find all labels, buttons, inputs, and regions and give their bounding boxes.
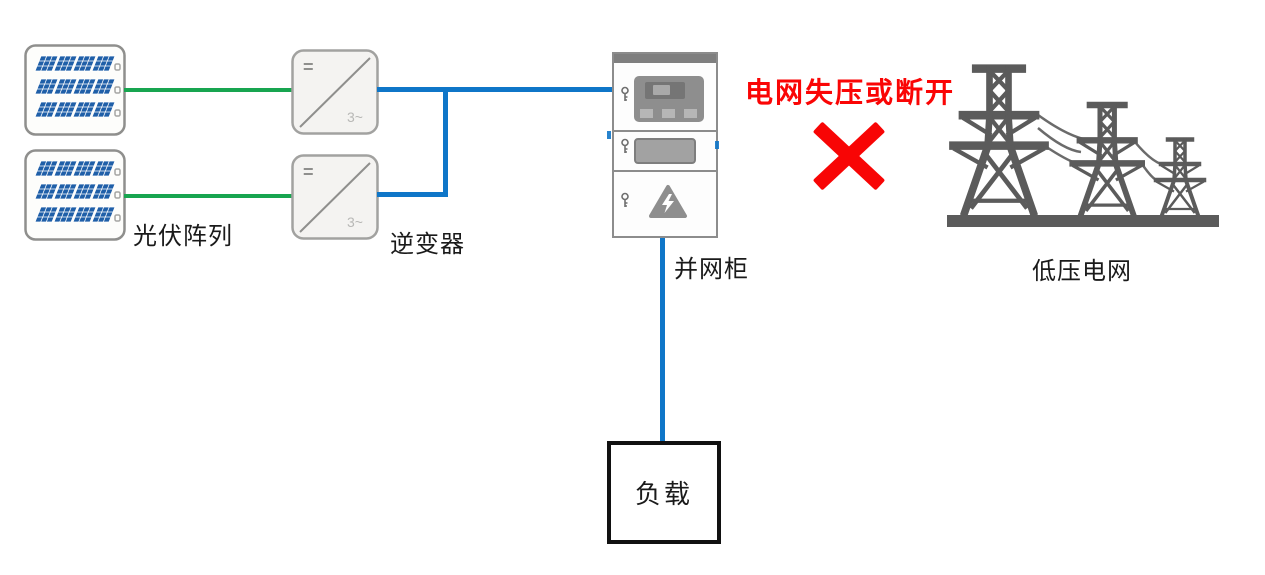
- control-display: [645, 82, 685, 99]
- inverter-dc-symbol: =: [303, 162, 314, 182]
- control-button: [684, 109, 697, 118]
- inverter-label: 逆变器: [390, 231, 465, 258]
- cabinet-divider: [614, 170, 716, 172]
- lv-grid-label: 低压电网: [1032, 258, 1132, 285]
- inverter-icon-1: = 3~: [291, 49, 379, 135]
- control-display-screen: [653, 85, 670, 95]
- warning-triangle-icon: [649, 185, 687, 218]
- disconnect-x-icon: [812, 121, 886, 191]
- pv-array-icon-2: [24, 149, 126, 241]
- ac-wire-bottom: [377, 192, 448, 197]
- transmission-towers-icon: [947, 58, 1219, 227]
- inverter-icon-2: = 3~: [291, 154, 379, 240]
- grid-cabinet-icon: [612, 52, 718, 238]
- key-icon: [621, 192, 629, 207]
- grid-fault-text: 电网失压或断开: [745, 77, 956, 108]
- key-icon: [621, 86, 629, 101]
- cabinet-connection-tick: [607, 131, 611, 139]
- ac-wire-junction: [443, 87, 448, 197]
- cabinet-divider: [614, 130, 716, 132]
- inverter-ac-symbol: 3~: [347, 109, 363, 125]
- load-label: 负载: [634, 479, 693, 509]
- dc-wire-2: [124, 194, 294, 198]
- cabinet-meter-window: [634, 138, 696, 164]
- pv-array-label: 光伏阵列: [133, 223, 233, 250]
- cabinet-header-bar: [614, 54, 716, 63]
- ac-wire-to-load: [660, 237, 665, 442]
- pv-array-icon-1: [24, 44, 126, 136]
- grid-cabinet-label: 并网柜: [674, 256, 749, 283]
- control-button: [662, 109, 675, 118]
- key-icon: [621, 138, 629, 153]
- load-box: 负载: [607, 441, 721, 544]
- dc-wire-1: [124, 88, 294, 92]
- cabinet-connection-tick: [715, 141, 719, 149]
- control-button: [640, 109, 653, 118]
- inverter-ac-symbol: 3~: [347, 214, 363, 230]
- ac-wire-top: [377, 87, 614, 92]
- cabinet-control-panel: [634, 76, 704, 122]
- ground-bar: [947, 215, 1219, 227]
- inverter-dc-symbol: =: [303, 57, 314, 77]
